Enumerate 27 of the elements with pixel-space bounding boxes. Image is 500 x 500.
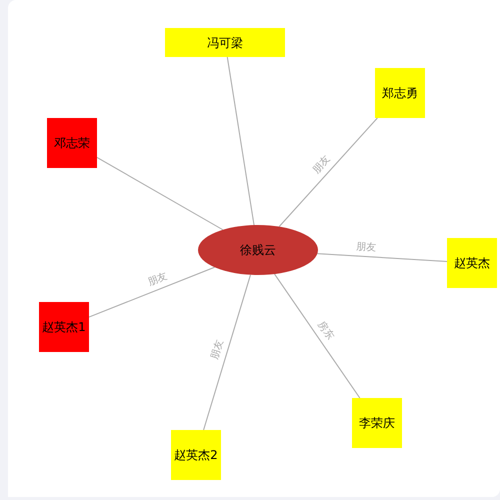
node-label: 李荣庆 [359,415,395,432]
node-label: 徐贱云 [240,242,276,259]
box-node [39,302,89,352]
edge-label: 朋友 [355,242,376,254]
connector-line [274,274,360,398]
connector-line [96,156,224,230]
node-label: 赵英杰 [454,255,490,272]
edge-label: 房东 [315,320,335,342]
box-node [165,28,285,57]
box-node [352,398,402,448]
box-node [375,68,425,118]
connector-line [226,56,255,226]
node-label: 赵英杰2 [174,447,218,464]
connector-line [203,274,251,430]
box-node [47,118,97,168]
edge-label: 朋友 [210,338,226,361]
node-label: 郑志勇 [382,85,418,102]
edge-label: 朋友 [312,154,333,176]
node-label: 赵英杰1 [42,319,86,336]
box-node [171,430,221,480]
connector-line [88,266,216,318]
box-node [447,238,497,288]
connector-line [316,253,448,262]
connector-line [278,118,378,228]
node-label: 冯可梁 [207,34,243,52]
node-label: 邓志荣 [54,135,90,152]
edge-label: 朋友 [146,272,169,288]
